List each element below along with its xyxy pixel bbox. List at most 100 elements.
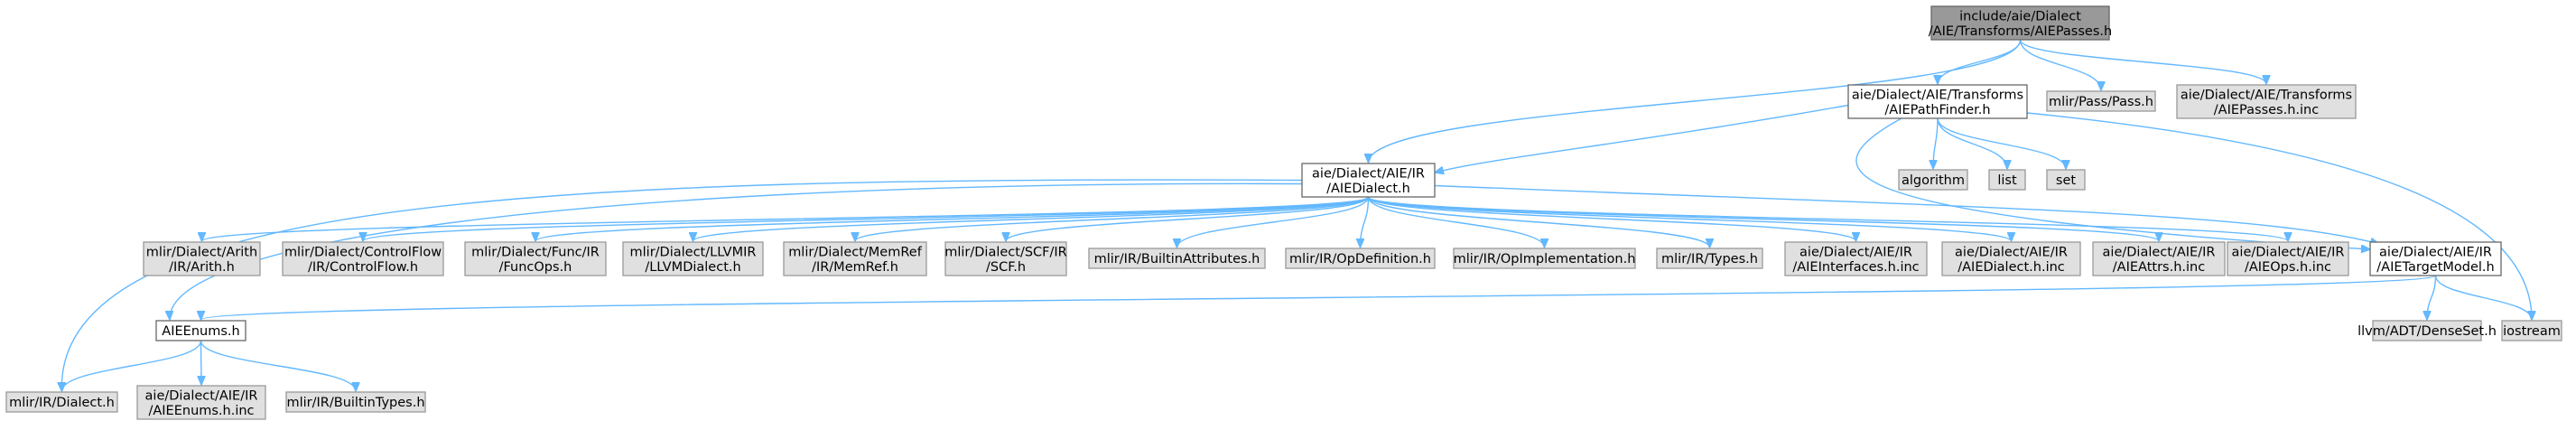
edge-aiedialect-to-interfacesinc [1367,196,1856,241]
node-pass: mlir/Pass/Pass.h [2046,90,2156,112]
edges-layer [61,39,2533,391]
node-opimpl: mlir/IR/OpImplementation.h [1453,248,1636,269]
node-types: mlir/IR/Types.h [1656,248,1763,269]
node-dialectinc-box [1941,241,2081,276]
node-types-box [1656,248,1763,269]
edge-aiedialect-to-builtinattrs [1177,196,1370,248]
edge-aiedialect-to-mlirdialect [61,179,1303,391]
edge-aiedialect-to-scf [1006,196,1370,241]
node-opsinc-label-line-1: aie/Dialect/AIE/IR [2232,245,2345,259]
node-aiedialect-box [1301,163,1436,198]
edge-aiedialect-to-targetmodel [1434,184,2379,245]
node-controlflow-box [282,241,444,276]
node-dialectinc: aie/Dialect/AIE/IR/AIEDialect.h.inc [1941,241,2081,276]
node-attrsinc-label-line-1: aie/Dialect/AIE/IR [2103,245,2216,259]
node-aiedialect-label-line-2: /AIEDialect.h [1326,182,1410,196]
node-pass-box [2046,90,2156,112]
edge-aiedialect-to-opimpl [1367,196,1545,248]
node-scf-box [944,241,1067,276]
nodes-layer: include/aie/Dialect/AIE/Transforms/AIEPa… [5,5,2562,420]
node-memref-label-line-2: /IR/MemRef.h [812,260,898,275]
node-opsinc-label-line-2: /AIEOps.h.inc [2245,260,2331,275]
node-controlflow-label-line-1: mlir/Dialect/ControlFlow [284,245,442,259]
edge-aiedialect-to-llvmir [693,196,1370,241]
edge-aiedialect-to-dialectinc [1367,196,2012,241]
node-llvmir-label-line-2: /LLVMDialect.h [645,260,740,275]
node-pathfinder[interactable]: aie/Dialect/AIE/Transforms/AIEPathFinder… [1847,84,2028,119]
node-root-label-line-2: /AIE/Transforms/AIEPasses.h [1929,24,2112,39]
node-aieenums[interactable]: AIEEnums.h [155,320,246,341]
node-algorithm: algorithm [1898,169,1968,191]
node-iostream-box [2501,320,2562,341]
node-denseset-box [2372,320,2482,341]
node-aieenums-box [155,320,246,341]
node-scf-label-line-1: mlir/Dialect/SCF/IR [944,245,1067,259]
node-mlirdialect: mlir/IR/Dialect.h [5,391,118,413]
edge-targetmodel-to-iostream [2434,275,2533,320]
node-targetmodel[interactable]: aie/Dialect/AIE/IR/AIETargetModel.h [2369,241,2502,276]
edge-root-to-passesinc [2019,39,2267,84]
node-arith-label-line-1: mlir/Dialect/Arith [146,245,257,259]
node-builtinattrs-box [1088,248,1266,269]
node-opdef: mlir/IR/OpDefinition.h [1285,248,1436,269]
node-interfacesinc: aie/Dialect/AIE/IR/AIEInterfaces.h.inc [1784,241,1928,276]
edge-aiedialect-to-attrsinc [1367,196,2160,241]
edge-aiedialect-to-controlflow [363,196,1370,241]
node-builtinattrs: mlir/IR/BuiltinAttributes.h [1088,248,1266,269]
node-root-box [1930,5,2110,41]
node-set-label-line-1: set [2056,173,2076,188]
node-pathfinder-label-line-2: /AIEPathFinder.h [1884,103,1990,117]
node-controlflow-label-line-2: /IR/ControlFlow.h [308,260,418,275]
node-set-box [2046,169,2086,191]
node-enumsinc-label-line-1: aie/Dialect/AIE/IR [145,388,258,403]
node-interfacesinc-label-line-2: /AIEInterfaces.h.inc [1792,260,1919,275]
node-funcops-box [464,241,607,276]
node-llvmir-box [622,241,764,276]
node-opsinc-box [2227,241,2349,276]
node-opdef-box [1285,248,1436,269]
node-llvmir-label-line-1: mlir/Dialect/LLVMIR [630,245,757,259]
node-list: list [1988,169,2026,191]
node-enumsinc: aie/Dialect/AIE/IR/AIEEnums.h.inc [136,385,266,420]
node-dialectinc-label-line-2: /AIEDialect.h.inc [1958,260,2065,275]
edge-aieenums-to-builtintypes [200,340,357,391]
node-pathfinder-box [1847,84,2028,119]
node-aieenums-label-line-1: AIEEnums.h [162,324,239,339]
edge-aiedialect-to-opdef [1361,196,1370,248]
edge-targetmodel-to-denseset [2427,275,2437,320]
node-aiedialect[interactable]: aie/Dialect/AIE/IR/AIEDialect.h [1301,163,1436,198]
node-interfacesinc-label-line-1: aie/Dialect/AIE/IR [1799,245,1912,259]
node-iostream-label-line-1: iostream [2503,324,2561,339]
node-iostream: iostream [2501,320,2562,341]
node-passesinc-box [2176,84,2357,119]
node-denseset-label-line-1: llvm/ADT/DenseSet.h [2357,324,2497,339]
node-mlirdialect-label-line-1: mlir/IR/Dialect.h [9,396,115,410]
node-root: include/aie/Dialect/AIE/Transforms/AIEPa… [1929,5,2112,41]
node-opimpl-box [1453,248,1636,269]
edge-aieenums-to-enumsinc [201,340,202,385]
node-builtintypes-label-line-1: mlir/IR/BuiltinTypes.h [286,396,424,410]
edge-targetmodel-to-aieenums [201,275,2437,320]
node-funcops-label-line-1: mlir/Dialect/Func/IR [471,245,600,259]
node-builtinattrs-label-line-1: mlir/IR/BuiltinAttributes.h [1094,252,1260,266]
edge-pathfinder-to-targetmodel [1855,117,2370,249]
node-funcops: mlir/Dialect/Func/IR/FuncOps.h [464,241,607,276]
edge-pathfinder-to-list [1937,117,2007,169]
node-enumsinc-label-line-2: /AIEEnums.h.inc [148,404,254,418]
node-passesinc: aie/Dialect/AIE/Transforms/AIEPasses.h.i… [2176,84,2357,119]
node-mlirdialect-box [5,391,118,413]
node-funcops-label-line-2: /FuncOps.h [499,260,572,275]
node-targetmodel-box [2369,241,2502,276]
node-scf-label-line-2: /SCF.h [986,260,1026,275]
node-algorithm-box [1898,169,1968,191]
node-root-label-line-1: include/aie/Dialect [1959,9,2081,23]
node-opimpl-label-line-1: mlir/IR/OpImplementation.h [1454,252,1636,266]
edge-aieenums-to-mlirdialect [62,340,202,391]
edge-aiedialect-to-types [1367,196,1710,248]
node-algorithm-label-line-1: algorithm [1902,173,1965,188]
node-list-label-line-1: list [1997,173,2017,188]
edge-pathfinder-to-set [1937,117,2066,169]
node-aiedialect-label-line-1: aie/Dialect/AIE/IR [1312,166,1425,181]
node-arith: mlir/Dialect/Arith/IR/Arith.h [143,241,261,276]
